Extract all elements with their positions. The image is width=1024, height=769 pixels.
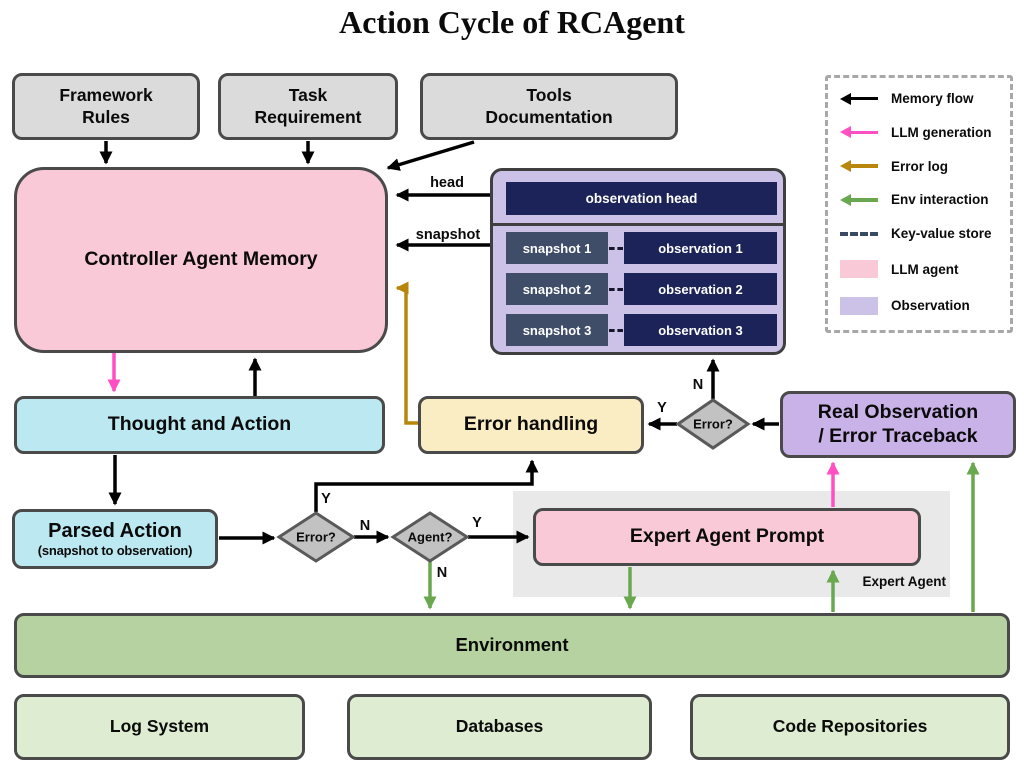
env-interaction-arrow-icon [840, 193, 878, 206]
legend-label: Error log [891, 158, 949, 174]
node-label: Framework Rules [59, 85, 153, 127]
edge-label-error1-no: N [359, 518, 371, 534]
node-sublabel: (snapshot to observation) [37, 543, 193, 559]
error-log-arrow-icon [840, 160, 878, 173]
node-label: Real Observation / Error Traceback [817, 400, 979, 447]
node-label: Environment [455, 634, 569, 656]
expert-agent-region-label: Expert Agent [862, 574, 946, 589]
node-task-requirement: Task Requirement [218, 73, 398, 140]
node-label: Task Requirement [254, 85, 362, 127]
node-controller-agent-memory: Controller Agent Memory [14, 167, 388, 353]
key-value-link-1 [609, 247, 623, 250]
legend-label: Env interaction [891, 192, 989, 208]
node-tools-documentation: Tools Documentation [420, 73, 678, 140]
node-error-handling: Error handling [418, 396, 644, 454]
legend-label: LLM agent [891, 261, 959, 277]
legend-item-observation: Observation [840, 296, 1000, 315]
node-label: Databases [455, 716, 544, 737]
edge-label-error2-yes: Y [657, 400, 667, 416]
observation-head-box: observation head [506, 182, 777, 215]
edge-label-head: head [430, 175, 464, 191]
observation-value-3: observation 3 [624, 314, 777, 346]
edge-label-agent-no: N [436, 565, 448, 581]
edge-error1-yes-to-errorhandling [314, 459, 539, 512]
edge-label-error2-no: N [692, 377, 704, 393]
node-expert-agent-prompt: Expert Agent Prompt [533, 508, 921, 566]
snapshot-key-3: snapshot 3 [506, 314, 608, 346]
observation-store-group: observation head snapshot 1 observation … [490, 168, 786, 355]
snapshot-key-2: snapshot 2 [506, 273, 608, 305]
llm-agent-swatch-icon [840, 260, 878, 279]
node-databases: Databases [347, 694, 652, 760]
node-label: Tools Documentation [485, 85, 613, 127]
node-label: Controller Agent Memory [84, 248, 318, 271]
observation-value-1: observation 1 [624, 232, 777, 264]
node-log-system: Log System [14, 694, 305, 760]
legend-item-env-interaction: Env interaction [840, 192, 1000, 207]
legend-label: Observation [891, 298, 970, 314]
node-thought-and-action: Thought and Action [14, 396, 385, 454]
legend-item-llm-generation: LLM generation [840, 125, 1000, 140]
node-label: Expert Agent Prompt [629, 525, 825, 548]
decision-label-error2: Error? [693, 416, 733, 432]
edge-label-agent-yes: Y [472, 515, 482, 531]
node-label: Log System [109, 716, 210, 737]
edge-label-error1-yes: Y [321, 491, 331, 507]
node-parsed-action: Parsed Action (snapshot to observation) [12, 509, 218, 569]
legend-label: Memory flow [891, 91, 974, 106]
edge-label-snapshot: snapshot [415, 227, 481, 243]
llm-generation-arrow-icon [840, 126, 878, 139]
node-label: Error handling [463, 413, 599, 436]
key-value-link-3 [609, 329, 623, 332]
legend-label: LLM generation [891, 124, 992, 140]
edge-tools-to-memory [386, 140, 475, 171]
node-code-repositories: Code Repositories [690, 694, 1010, 760]
legend-item-llm-agent: LLM agent [840, 260, 1000, 279]
page-title: Action Cycle of RCAgent [339, 4, 685, 40]
observation-swatch-icon [840, 296, 878, 315]
legend: Memory flow LLM generation Error log Env… [825, 75, 1013, 333]
decision-label-agent: Agent? [407, 529, 453, 545]
node-real-observation: Real Observation / Error Traceback [780, 391, 1016, 458]
legend-item-memory-flow: Memory flow [840, 91, 1000, 106]
edge-errorhandling-to-memory-errorlog [395, 281, 418, 425]
legend-item-error-log: Error log [840, 159, 1000, 174]
node-framework-rules: Framework Rules [12, 73, 200, 140]
observation-value-2: observation 2 [624, 273, 777, 305]
node-label: Parsed Action [48, 519, 182, 542]
node-label: Thought and Action [107, 413, 292, 436]
observation-store-divider [493, 223, 783, 226]
node-environment: Environment [14, 613, 1010, 678]
legend-item-key-value-store: Key-value store [840, 226, 1000, 241]
key-value-store-dash-icon [840, 231, 878, 236]
decision-label-error1: Error? [296, 529, 336, 545]
node-label: Code Repositories [772, 716, 928, 737]
snapshot-key-1: snapshot 1 [506, 232, 608, 264]
legend-label: Key-value store [891, 226, 992, 242]
key-value-link-2 [609, 288, 623, 291]
memory-flow-arrow-icon [840, 92, 878, 105]
